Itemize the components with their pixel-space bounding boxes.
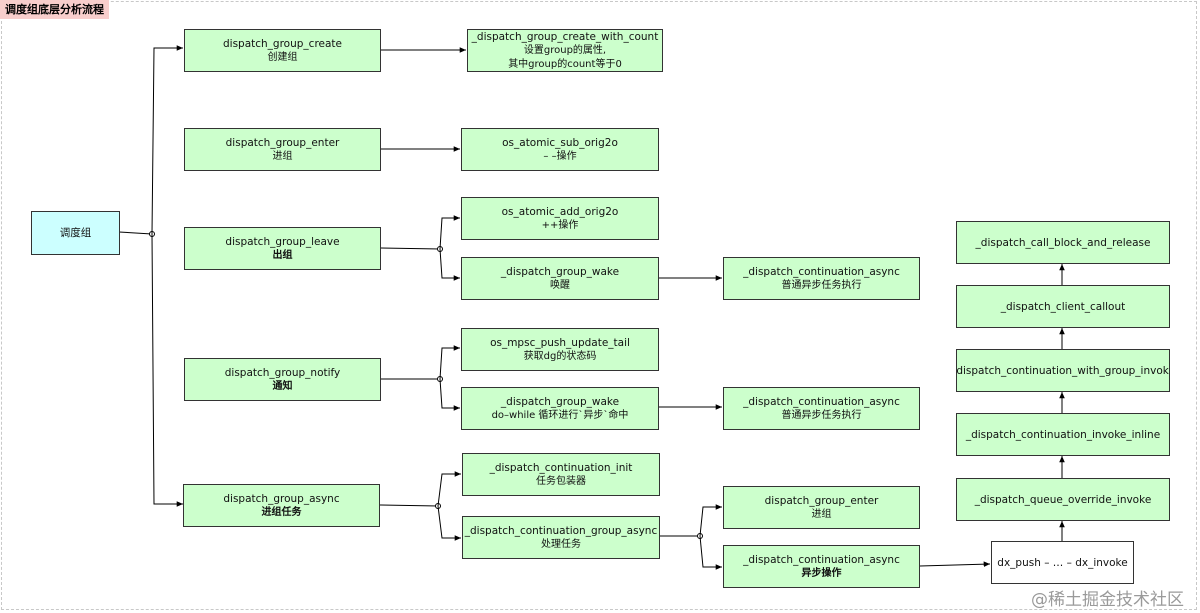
node-cont-init: _dispatch_continuation_init 任务包装器	[462, 453, 660, 496]
node-with-group-invoke: _dispatch_continuation_with_group_invoke	[956, 349, 1170, 392]
node-cont-async-1-sub: 普通异步任务执行	[781, 279, 862, 291]
node-client-callout: _dispatch_client_callout	[956, 285, 1170, 328]
node-call-block-label: _dispatch_call_block_and_release	[975, 236, 1151, 249]
node-atomic-sub-sub: – –操作	[543, 150, 577, 162]
node-cont-async-1: _dispatch_continuation_async 普通异步任务执行	[723, 257, 920, 300]
node-atomic-add: os_atomic_add_orig2o ++操作	[461, 197, 659, 240]
node-create-with-count-sub: 设置group的属性,	[523, 44, 607, 56]
node-group-async-sub: 进组任务	[261, 506, 302, 518]
node-mpsc-push-sub: 获取dg的状态码	[523, 350, 597, 362]
node-group-notify-sub: 通知	[272, 380, 293, 392]
node-group-notify: dispatch_group_notify 通知	[184, 358, 381, 401]
node-atomic-sub: os_atomic_sub_orig2o – –操作	[461, 128, 659, 171]
node-group-enter-2-sub: 进组	[811, 508, 832, 520]
node-cont-async-2-label: _dispatch_continuation_async	[743, 395, 900, 408]
connector-to-atomic-add	[439, 215, 460, 250]
connector-to-group-enter-2	[699, 504, 722, 537]
node-cont-async-3-label: _dispatch_continuation_async	[743, 553, 900, 566]
node-queue-override: _dispatch_queue_override_invoke	[956, 478, 1170, 521]
node-invoke-inline-label: _dispatch_continuation_invoke_inline	[965, 428, 1161, 441]
watermark: @稀土掘金技术社区	[1031, 590, 1184, 610]
node-with-group-invoke-label: _dispatch_continuation_with_group_invoke	[956, 364, 1170, 377]
node-cont-init-label: _dispatch_continuation_init	[489, 461, 633, 474]
node-cont-group-async-label: _dispatch_continuation_group_async	[464, 524, 658, 537]
node-atomic-add-sub: ++操作	[541, 219, 579, 231]
connector-to-cont-group-async	[437, 505, 461, 541]
connector-to-mpsc-push	[439, 345, 460, 380]
node-dx-push: dx_push – … – dx_invoke	[991, 541, 1134, 584]
connector-to-cont-init	[437, 471, 461, 507]
node-root-label: 调度组	[59, 227, 92, 239]
node-atomic-add-label: os_atomic_add_orig2o	[501, 205, 619, 218]
node-call-block: _dispatch_call_block_and_release	[956, 221, 1170, 264]
node-group-notify-label: dispatch_group_notify	[224, 366, 341, 379]
node-group-wake-2-label: _dispatch_group_wake	[500, 395, 620, 408]
node-cont-async-2: _dispatch_continuation_async 普通异步任务执行	[723, 387, 920, 430]
node-cont-init-sub: 任务包装器	[536, 475, 586, 487]
node-group-enter: dispatch_group_enter 进组	[184, 128, 381, 171]
node-invoke-inline: _dispatch_continuation_invoke_inline	[956, 413, 1170, 456]
node-queue-override-label: _dispatch_queue_override_invoke	[974, 493, 1152, 506]
node-group-enter-sub: 进组	[272, 150, 293, 162]
node-create-with-count-label: _dispatch_group_create_with_count	[471, 30, 659, 43]
node-group-create: dispatch_group_create 创建组	[184, 29, 381, 72]
node-group-create-sub: 创建组	[267, 51, 298, 63]
node-root: 调度组	[31, 211, 120, 255]
node-create-with-count: _dispatch_group_create_with_count 设置grou…	[467, 29, 663, 72]
node-group-enter-label: dispatch_group_enter	[225, 136, 340, 149]
node-cont-async-3-sub: 异步操作	[801, 567, 842, 579]
node-group-leave-sub: 出组	[272, 249, 293, 261]
node-client-callout-label: _dispatch_client_callout	[1000, 300, 1126, 313]
connector-to-cont-async-3	[699, 535, 722, 570]
node-group-leave-label: dispatch_group_leave	[225, 235, 340, 248]
node-cont-async-1-label: _dispatch_continuation_async	[743, 265, 900, 278]
node-atomic-sub-label: os_atomic_sub_orig2o	[502, 136, 618, 149]
connector-async3-to-dx-push	[919, 561, 991, 567]
connector-to-group-async	[151, 233, 183, 507]
node-cont-async-2-sub: 普通异步任务执行	[781, 409, 862, 421]
connector-to-group-wake-1	[439, 248, 460, 281]
node-group-create-label: dispatch_group_create	[222, 37, 343, 50]
node-group-enter-2: dispatch_group_enter 进组	[723, 486, 920, 529]
node-mpsc-push-label: os_mpsc_push_update_tail	[490, 336, 630, 349]
node-mpsc-push: os_mpsc_push_update_tail 获取dg的状态码	[461, 328, 659, 371]
node-group-leave: dispatch_group_leave 出组	[184, 227, 381, 270]
connector-async-to-junction	[379, 504, 439, 507]
node-create-with-count-sub2: 其中group的count等于0	[508, 58, 622, 70]
diagram-title: 调度组底层分析流程	[0, 0, 109, 19]
node-group-wake-1: _dispatch_group_wake 唤醒	[461, 257, 659, 300]
node-group-enter-2-label: dispatch_group_enter	[764, 494, 879, 507]
connector-root-to-branch	[118, 231, 153, 235]
node-group-wake-2-sub: do–while 循环进行`异步`命中	[491, 409, 629, 421]
node-group-async: dispatch_group_async 进组任务	[183, 484, 380, 527]
node-group-wake-1-sub: 唤醒	[550, 279, 570, 291]
node-group-async-label: dispatch_group_async	[223, 492, 340, 505]
node-cont-group-async: _dispatch_continuation_group_async 处理任务	[462, 516, 660, 559]
connector-to-group-create	[151, 45, 183, 235]
node-cont-async-3: _dispatch_continuation_async 异步操作	[723, 545, 920, 588]
node-group-wake-2: _dispatch_group_wake do–while 循环进行`异步`命中	[461, 387, 659, 430]
connector-leave-to-junction	[379, 247, 441, 250]
node-dx-push-label: dx_push – … – dx_invoke	[997, 556, 1128, 569]
node-cont-group-async-sub: 处理任务	[541, 538, 581, 550]
node-group-wake-1-label: _dispatch_group_wake	[500, 265, 620, 278]
connector-to-group-wake-2	[439, 378, 460, 411]
